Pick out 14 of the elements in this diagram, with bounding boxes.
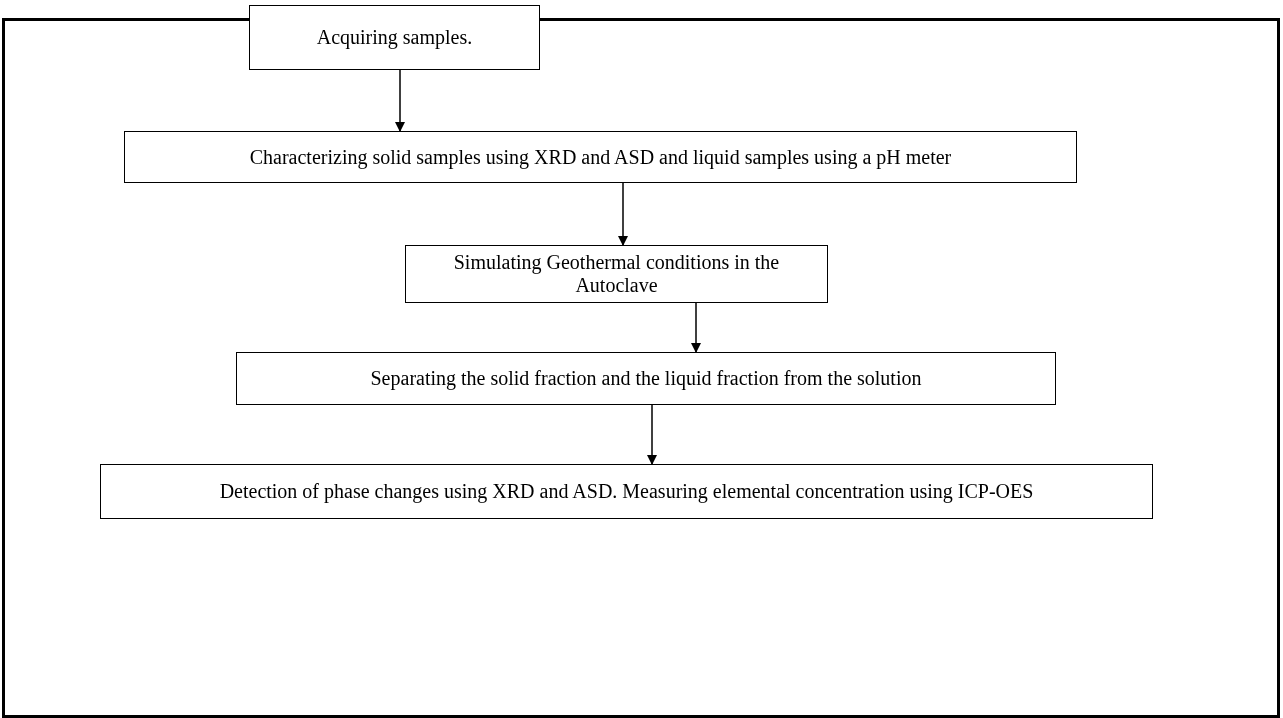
step-text: Separating the solid fraction and the liquid fraction from the solution: [370, 367, 922, 390]
process-box: [100, 464, 1153, 519]
arrow: [395, 69, 405, 132]
process-box: [405, 245, 828, 303]
arrow: [691, 302, 701, 353]
arrow: [647, 404, 657, 465]
process-box: [236, 352, 1056, 405]
process-box: [249, 5, 540, 70]
process-box: [124, 131, 1077, 183]
step-text: Simulating Geothermal conditions in the Autoclave: [452, 251, 781, 297]
step-text: Detection of phase changes using XRD and ASD. Measuring elemental concentration using ICP-OES: [219, 480, 1034, 503]
arrow: [618, 182, 628, 246]
step-text: Characterizing solid samples using XRD and ASD and liquid samples using a pH meter: [249, 145, 952, 169]
step-text: Acquiring samples.: [316, 26, 473, 49]
